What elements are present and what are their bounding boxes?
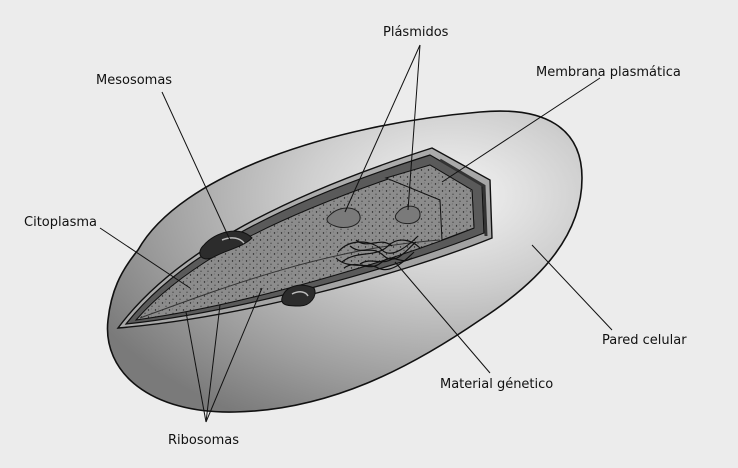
label-material: Material génetico <box>440 377 553 392</box>
label-plasmidos: Plásmidos <box>383 25 449 40</box>
label-pared: Pared celular <box>602 333 687 348</box>
label-membrana: Membrana plasmática <box>536 65 681 80</box>
label-citoplasma: Citoplasma <box>24 215 97 230</box>
label-ribosomas: Ribosomas <box>168 433 239 448</box>
label-mesosomas: Mesosomas <box>96 73 172 88</box>
leader-pared <box>532 245 612 330</box>
